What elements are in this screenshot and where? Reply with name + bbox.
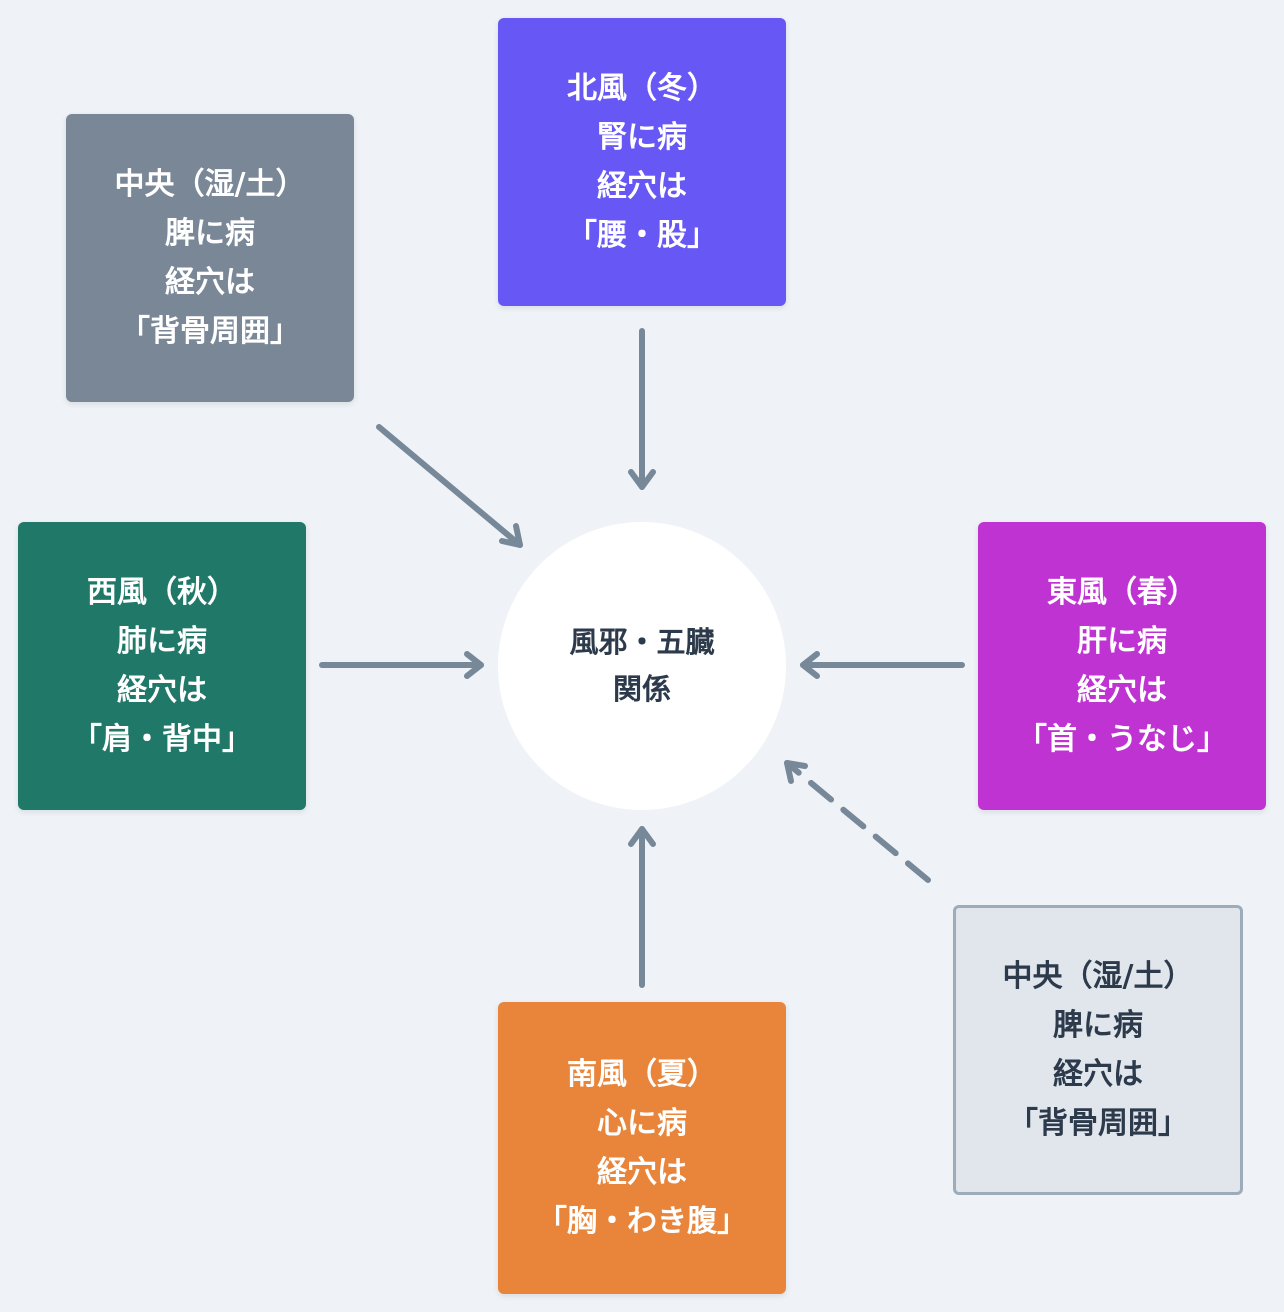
node-west-line-2: 肺に病 [117,624,207,659]
node-south-line-4: 「胸・わき腹」 [537,1204,747,1239]
node-center-top-line-1: 中央（湿/土） [114,167,306,202]
node-north-wind: 北風（冬） 腎に病 経穴は 「腰・股」 [498,18,786,306]
edge-south-arrowhead [628,826,656,847]
node-south-line-3: 経穴は [597,1155,687,1190]
node-south-line-1: 南風（夏） [567,1057,717,1092]
node-north-line-2: 腎に病 [597,120,687,155]
node-north-line-1: 北風（冬） [567,71,717,106]
node-east-line-2: 肝に病 [1077,624,1167,659]
node-south-wind: 南風（夏） 心に病 経穴は 「胸・わき腹」 [498,1002,786,1294]
hub-label-line-1: 風邪・五臓 [569,625,715,659]
node-east-line-3: 経穴は [1077,673,1167,708]
edge-center-top-arrowhead [499,523,523,548]
node-center-bottom-line-4: 「背骨周囲」 [1008,1106,1188,1141]
node-north-line-4: 「腰・股」 [567,218,717,253]
edge-north-arrowhead [628,469,656,490]
hub-label-line-2: 関係 [612,672,671,706]
node-center-bottom-line-3: 経穴は [1053,1057,1143,1092]
edge-center-top-to-hub [376,424,523,548]
edge-center-bottom-arrowhead [784,760,808,784]
node-east-wind: 東風（春） 肝に病 経穴は 「首・うなじ」 [978,522,1266,810]
node-center-bottom-line-2: 脾に病 [1053,1008,1143,1043]
node-west-line-1: 西風（秋） [87,575,237,610]
node-center-dampness-bottom: 中央（湿/土） 脾に病 経穴は 「背骨周囲」 [953,905,1243,1195]
node-center-top-line-3: 経穴は [165,265,255,300]
hub-label: 風邪・五臓 関係 [569,619,714,713]
node-west-line-4: 「肩・背中」 [72,722,252,757]
edge-west-arrowhead [464,651,484,679]
node-center-top-line-4: 「背骨周囲」 [120,314,300,349]
node-center-bottom-line-1: 中央（湿/土） [1002,959,1194,994]
node-center-dampness-top: 中央（湿/土） 脾に病 経穴は 「背骨周囲」 [66,114,354,402]
hub-circle: 風邪・五臓 関係 [498,522,786,810]
node-center-top-line-2: 脾に病 [165,216,255,251]
edge-center-bottom-to-hub [784,760,931,883]
node-east-line-4: 「首・うなじ」 [1017,722,1227,757]
node-west-line-3: 経穴は [117,673,207,708]
node-north-line-3: 経穴は [597,169,687,204]
edge-east-arrowhead [800,651,820,679]
node-east-line-1: 東風（春） [1047,575,1197,610]
node-south-line-2: 心に病 [597,1106,687,1141]
node-west-wind: 西風（秋） 肺に病 経穴は 「肩・背中」 [18,522,306,810]
